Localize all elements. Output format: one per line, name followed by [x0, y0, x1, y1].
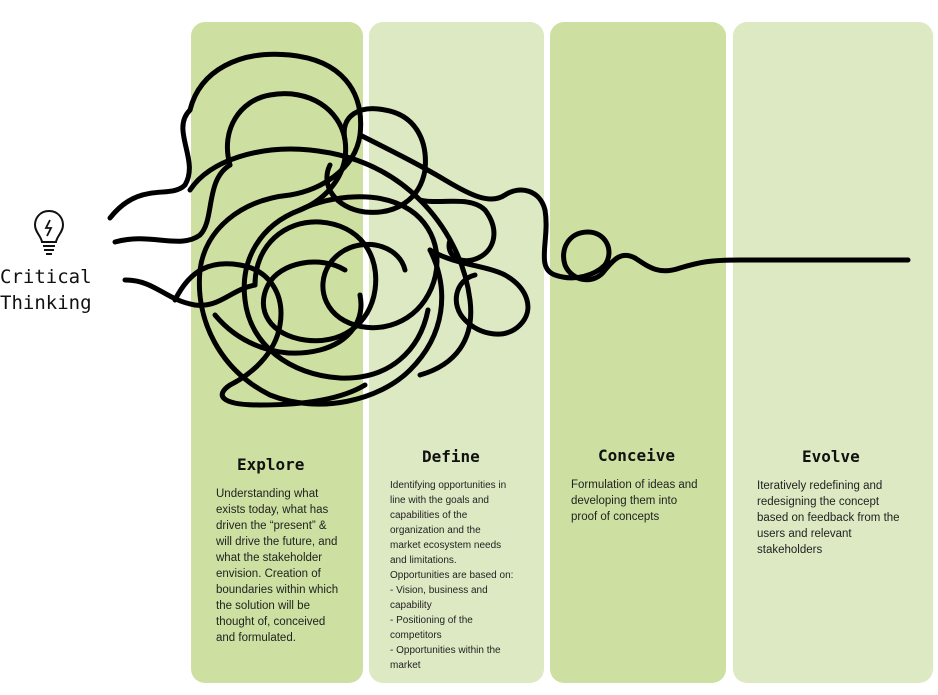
evolve-heading: Evolve	[802, 447, 860, 466]
critical-thinking-label: Critical Thinking	[0, 266, 92, 314]
conceive-heading: Conceive	[598, 446, 676, 465]
define-description: Identifying opportunities in line with t…	[390, 480, 514, 671]
explore-heading: Explore	[237, 455, 305, 474]
conceive-column	[550, 22, 726, 683]
define-heading: Define	[422, 447, 480, 466]
explore-description: Understanding what exists today, what ha…	[216, 488, 339, 644]
evolve-column	[733, 22, 933, 683]
lightbulb-icon	[33, 209, 65, 255]
conceive-description: Formulation of ideas and developing them…	[571, 479, 698, 523]
evolve-description: Iteratively redefining and redesigning t…	[757, 480, 900, 556]
